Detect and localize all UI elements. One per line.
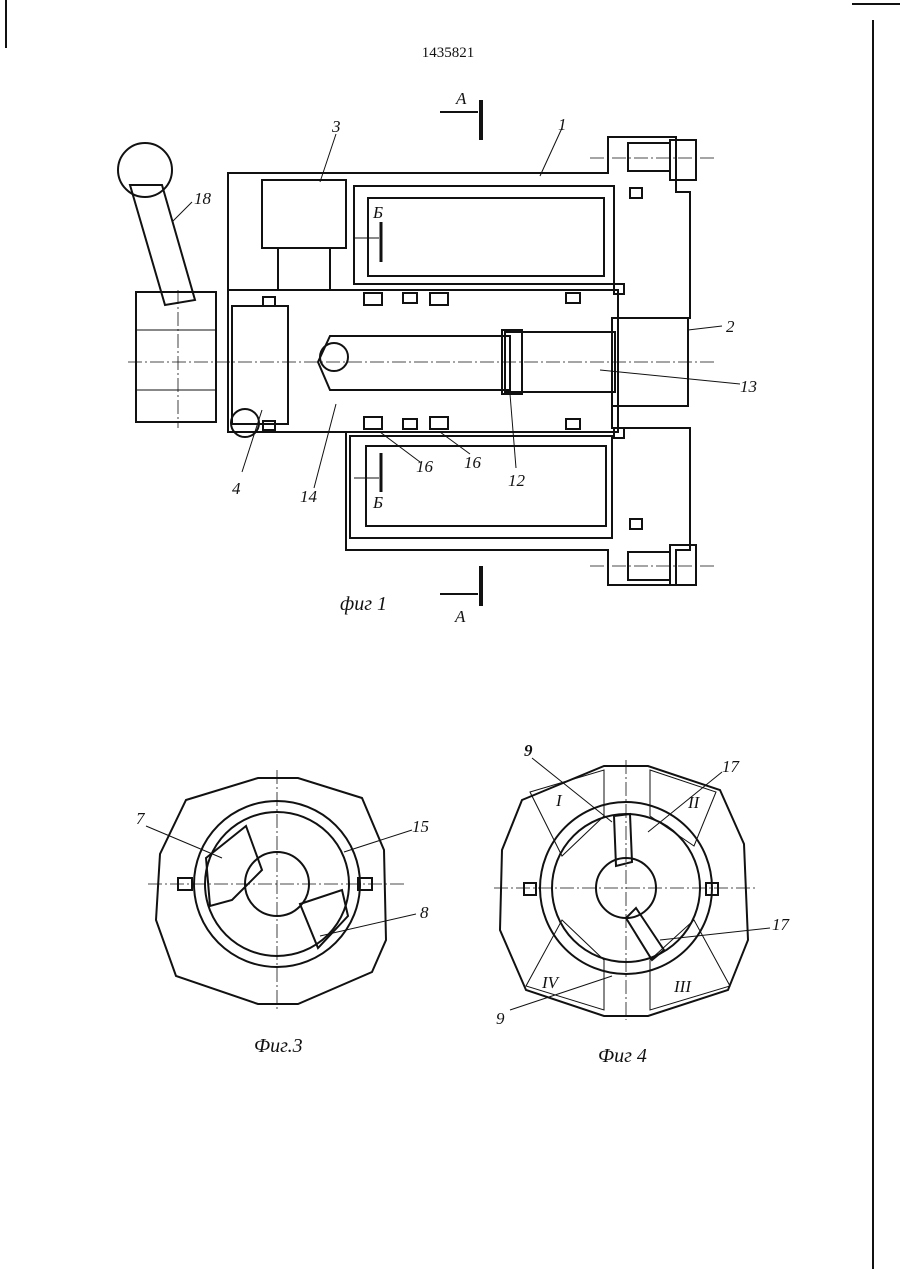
fig3-groove-left xyxy=(206,826,262,906)
fig4-label-9-bottom: 9 xyxy=(496,1009,505,1028)
label-14: 14 xyxy=(300,487,318,506)
fig1-leaders xyxy=(172,128,740,488)
fig4-zone-label-II: II xyxy=(687,793,701,812)
section-b-label-bottom: Б xyxy=(372,493,383,512)
label-4: 4 xyxy=(232,479,241,498)
figure-4: 9 17 17 9 I II III IV Фиг 4 xyxy=(494,741,791,1067)
fig4-label-17-top: 17 xyxy=(722,757,741,776)
fig4-zone-label-I: I xyxy=(555,791,563,810)
section-a-label-top: А xyxy=(455,89,467,108)
fig4-seal-left xyxy=(524,883,536,895)
label-12: 12 xyxy=(508,471,526,490)
fig3-label-15: 15 xyxy=(412,817,429,836)
housing-body xyxy=(228,137,690,585)
fig4-zone-IV xyxy=(526,920,604,1010)
handle-socket xyxy=(136,292,216,422)
section-b-label-top: Б xyxy=(372,203,383,222)
top-plug xyxy=(262,180,346,248)
insert-bottom xyxy=(350,436,612,538)
fig4-caption: Фиг 4 xyxy=(598,1045,647,1067)
fig3-caption: Фиг.3 xyxy=(254,1035,303,1057)
ball-center xyxy=(320,343,348,371)
rotor xyxy=(228,290,618,432)
document-number: 1435821 xyxy=(422,45,475,61)
fig4-label-17-bottom: 17 xyxy=(772,915,791,934)
label-2: 2 xyxy=(726,317,735,336)
figure-1: А А Б Б 1 2 3 4 12 13 14 16 16 1 xyxy=(118,89,757,626)
fig4-label-9-top: 9 xyxy=(524,741,533,760)
fig4-zone-label-III: III xyxy=(673,977,692,996)
section-a-label-bottom: А xyxy=(454,607,466,626)
fig1-caption: фиг 1 xyxy=(340,593,387,615)
fig3-label-7: 7 xyxy=(136,809,146,828)
fig4-zone-label-IV: IV xyxy=(541,973,561,992)
label-16-left: 16 xyxy=(416,457,434,476)
fig3-label-8: 8 xyxy=(420,903,429,922)
figure-3: 7 15 8 Фиг.3 xyxy=(136,770,429,1057)
handle-lever xyxy=(118,143,195,305)
label-13: 13 xyxy=(740,377,757,396)
label-1: 1 xyxy=(558,115,567,134)
label-18: 18 xyxy=(194,189,212,208)
label-16-right: 16 xyxy=(464,453,482,472)
insert-top xyxy=(354,186,614,284)
label-3: 3 xyxy=(331,117,341,136)
